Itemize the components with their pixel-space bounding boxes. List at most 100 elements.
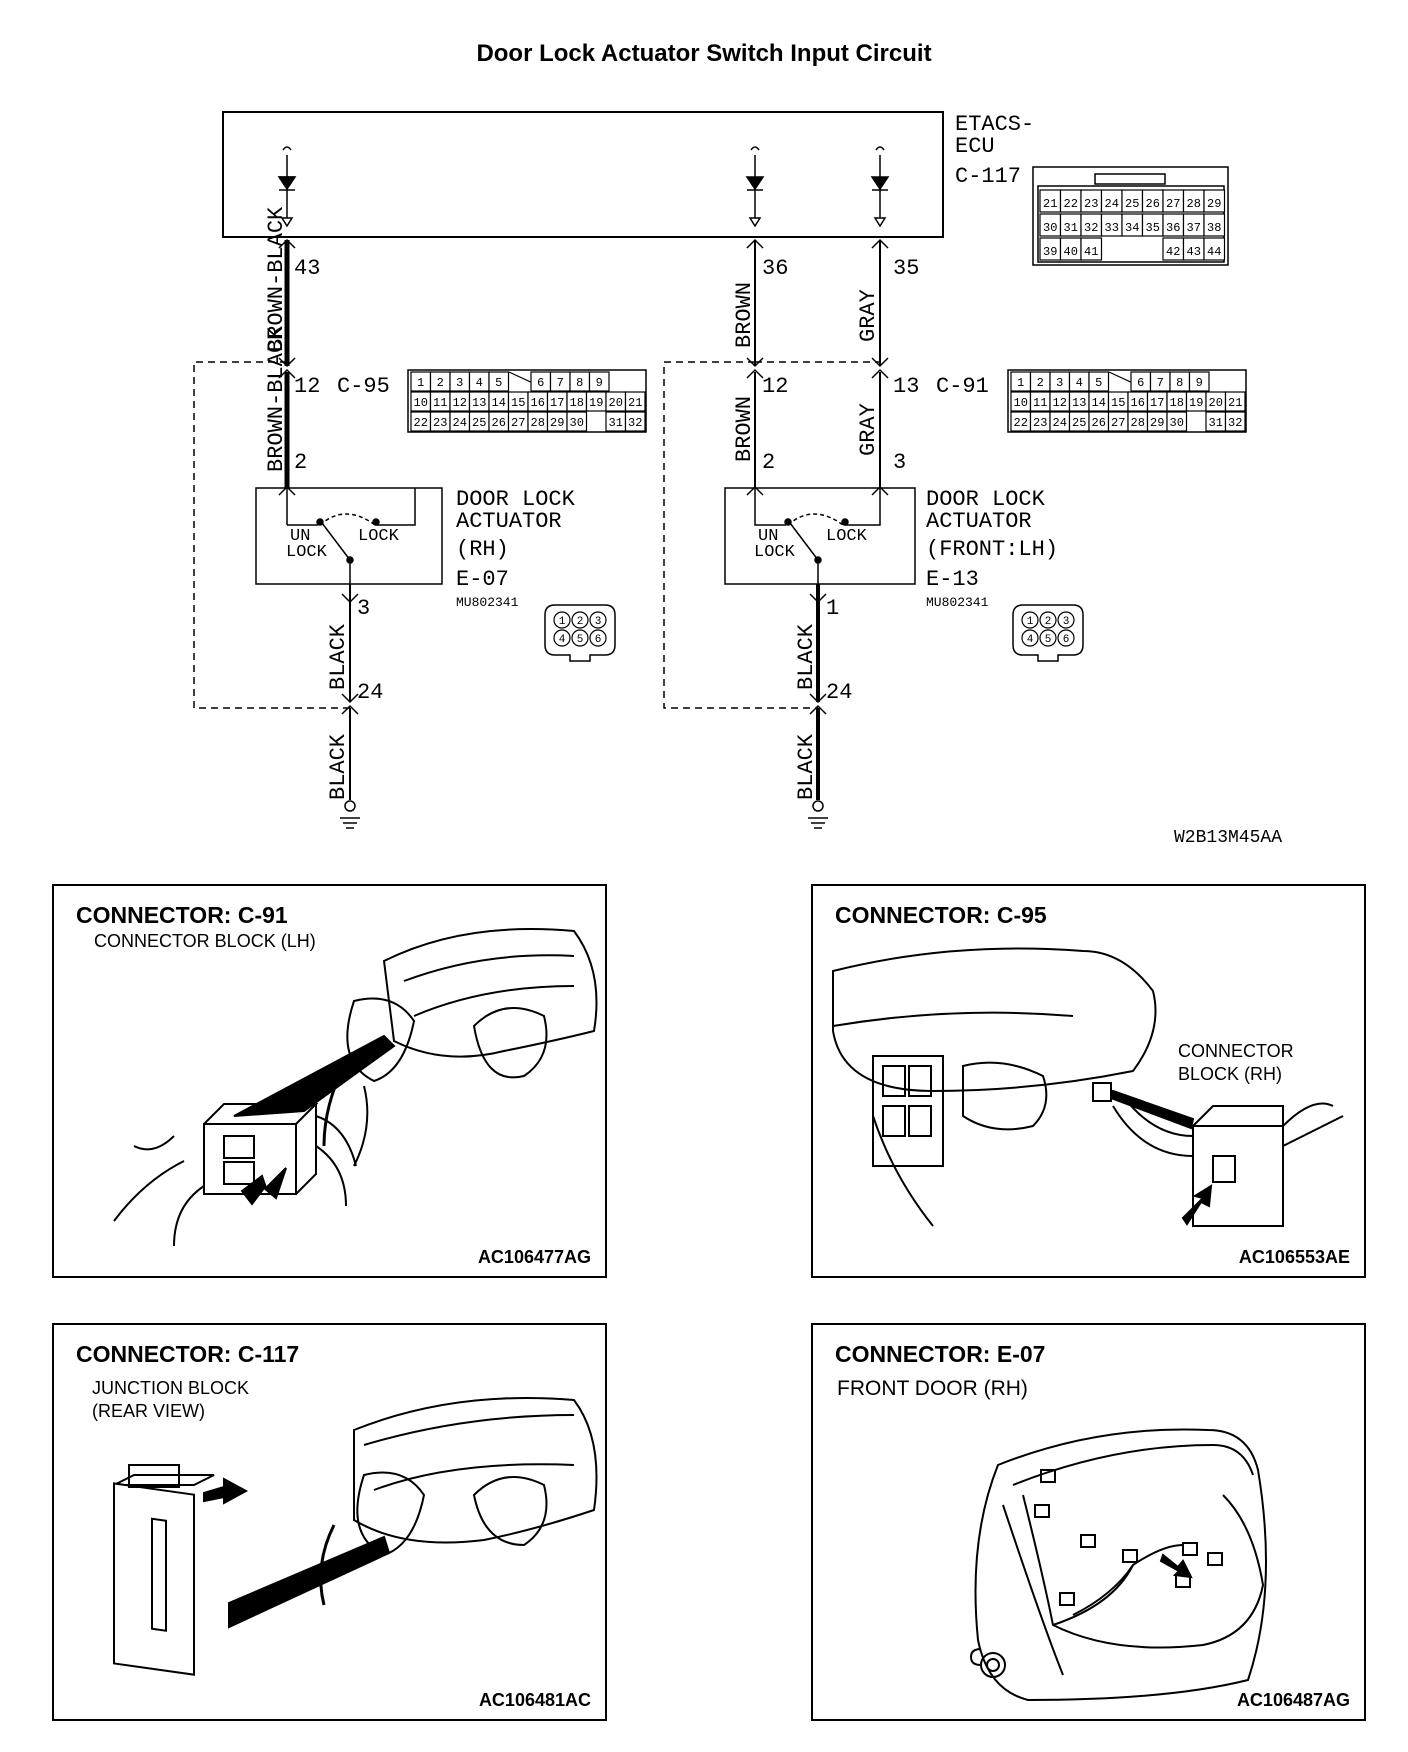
c91-pin-18: 18 [1170,396,1184,410]
c95-pin-5-cell [488,371,510,392]
c91-pin-30: 30 [1170,416,1184,430]
e07-pin-1: 1 [559,616,566,628]
wire-label-upper-left: BROWN-BLACK [264,206,289,352]
switch-unlock-left-2: LOCK [286,543,328,562]
c91-pin-5: 5 [1095,376,1102,390]
ecu-pin-22: 22 [1064,197,1078,211]
ecu-pin-44: 44 [1207,245,1221,259]
c91-pin-23: 23 [1033,416,1047,430]
e13-pin-2-circle [1039,611,1057,629]
c95-pin-30-cell [566,411,588,432]
c95-pin-22: 22 [414,416,428,430]
ecu-pin-33: 33 [1105,221,1119,235]
c95-pin-31: 31 [609,416,623,430]
c95-pin-26: 26 [492,416,506,430]
ecu-pin-41: 41 [1084,245,1098,259]
panel-subtitle-2: BLOCK (RH) [1178,1064,1283,1084]
dashboard-illustration [113,928,598,1247]
ecu-pin-43: 43 [1187,245,1201,259]
c95-pin-15: 15 [511,396,525,410]
junction-connector-c91: C-91 [936,374,989,399]
ecu-pin-40: 40 [1064,245,1078,259]
c91-pin-27: 27 [1111,416,1125,430]
ecu-pin-36: 36 [1166,221,1180,235]
e07-pin-6: 6 [595,634,602,646]
junction-outlines [193,361,880,709]
c91-pin-2: 2 [1037,376,1044,390]
panel-title: CONNECTOR: C-95 [835,902,1047,928]
actuator-pin-in-left: 2 [294,450,307,475]
e13-pin-3: 3 [1063,616,1070,628]
panel-connector-c95: CONNECTOR: C-95 CONNECTOR BLOCK (RH) AC1… [811,884,1366,1278]
c95-pin-2: 2 [437,376,444,390]
c91-pin-21-cell [1224,391,1246,412]
e07-pin-5: 5 [577,634,584,646]
e07-pin-2: 2 [577,616,584,628]
actuator-connector-e13: E-13 [926,567,979,592]
panel-subtitle-1: JUNCTION BLOCK [92,1378,250,1398]
c95-pin-29: 29 [550,416,564,430]
c91-pin-9: 9 [1196,376,1203,390]
diagram-code: W2B13M45AA [1174,828,1282,848]
c91-pin-24: 24 [1053,416,1067,430]
ecu-pin-39: 39 [1043,245,1057,259]
c95-pin-5: 5 [495,376,502,390]
ground-symbols [340,800,828,829]
e13-pin-2: 2 [1045,616,1052,628]
part-number-left: MU802341 [456,595,519,610]
c95-pin-21: 21 [628,396,642,410]
actuator-title-left-2: ACTUATOR [456,509,562,534]
wire-label-upper-right-a: BROWN [732,282,757,348]
ecu-pin-36: 36 [762,256,788,281]
e07-pin-4-circle [553,629,571,647]
ecu-name-line2: ECU [955,134,995,159]
panel-subtitle: CONNECTOR BLOCK (LH) [94,931,316,951]
c91-pin-15: 15 [1111,396,1125,410]
actuator-title-left-1: DOOR LOCK [456,487,576,512]
wire-label-lower-right: BLACK [794,623,819,690]
ecu-pin-37: 37 [1187,221,1201,235]
wire-label-ground-right: BLACK [794,733,819,800]
wire-label-ground-left: BLACK [326,733,351,800]
ecu-pin-32: 32 [1084,221,1098,235]
actuator-boxes [255,487,916,585]
c91-pin-32-cell [1224,411,1246,432]
c95-pin-23: 23 [433,416,447,430]
ecu-internal-diodes [277,146,890,228]
e07-pin-6-circle [589,629,607,647]
panel-title: CONNECTOR: C-91 [76,902,288,928]
actuator-pin-right-a: 2 [762,450,775,475]
c95-pin-24: 24 [453,416,467,430]
wire-label-lower-left: BLACK [326,623,351,690]
dashboard-illustration [113,1397,598,1676]
part-number-right: MU802341 [926,595,989,610]
c91-pin-10: 10 [1014,396,1028,410]
ecu-name-line1: ETACS- [955,112,1034,137]
junction-pin-in-left: 12 [294,374,320,399]
c95-pin-30: 30 [570,416,584,430]
panel-code: AC106553AE [1238,1247,1350,1267]
ecu-pin-21: 21 [1043,197,1057,211]
dashboard-illustration [832,947,1344,1227]
c91-pin-4: 4 [1076,376,1083,390]
e13-pin-5: 5 [1045,634,1052,646]
c95-pin-25: 25 [472,416,486,430]
panel-code: AC106487AG [1236,1690,1350,1710]
c95-pin-20: 20 [609,396,623,410]
c95-frame [407,369,647,433]
wire-label-upper-right-b: GRAY [856,289,881,342]
c95-pin-32: 32 [628,416,642,430]
ecu-pin-29: 29 [1207,197,1221,211]
e07-pin-3-circle [589,611,607,629]
c95-pin-12: 12 [453,396,467,410]
c95-pin-11: 11 [433,396,447,410]
wire-label-mid-right-b: GRAY [856,403,881,456]
c95-pin-9-cell [588,371,610,392]
wire-label-mid-right-a: BROWN [732,396,757,462]
connector-chevrons [278,238,889,715]
ecu-pin-31: 31 [1064,221,1078,235]
c91-pin-31: 31 [1209,416,1223,430]
